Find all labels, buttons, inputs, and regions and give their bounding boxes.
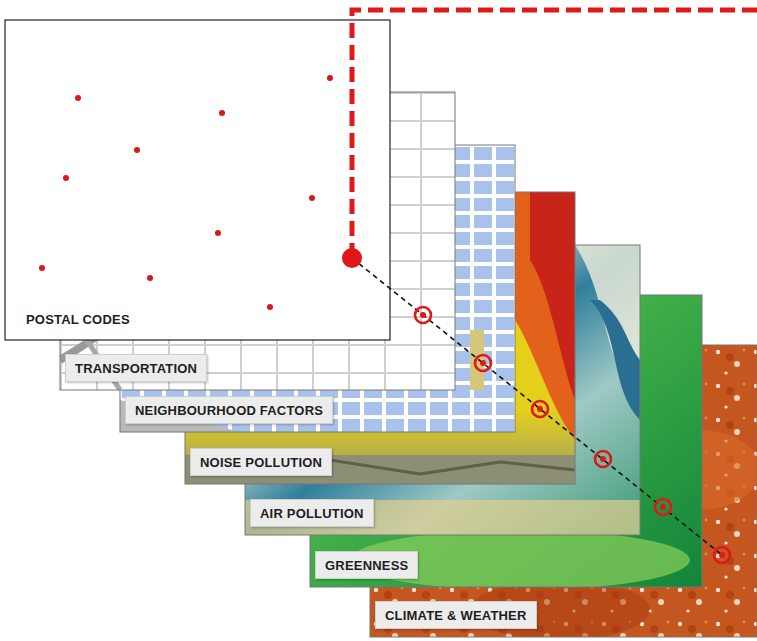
map-layer: GREENNESS <box>310 295 702 587</box>
layer-label: POSTAL CODES <box>26 312 130 327</box>
layer-label-box: CLIMATE & WEATHER <box>375 601 537 629</box>
layer-label: NEIGHBOURHOOD FACTORS <box>135 403 323 418</box>
map-layer: TRANSPORTATION <box>60 92 455 390</box>
layer-label-box: AIR POLLUTION <box>250 499 374 527</box>
layer-label: GREENNESS <box>325 558 408 573</box>
layer-label-box: GREENNESS <box>315 551 418 579</box>
layer-label: NOISE POLLUTION <box>200 455 322 470</box>
map-layer: CLIMATE & WEATHER <box>370 345 757 637</box>
layer-label: CLIMATE & WEATHER <box>385 608 527 623</box>
layer-label: AIR POLLUTION <box>260 506 364 521</box>
map-layer: NOISE POLLUTION <box>185 192 575 484</box>
layer-label: TRANSPORTATION <box>75 361 197 376</box>
layer-label-box: POSTAL CODES <box>17 306 139 332</box>
layer-label-box: NEIGHBOURHOOD FACTORS <box>125 396 333 424</box>
layer-label-box: TRANSPORTATION <box>65 354 207 382</box>
layer-label-box: NOISE POLLUTION <box>190 448 332 476</box>
map-layer: POSTAL CODES <box>5 20 390 340</box>
map-layer: NEIGHBOURHOOD FACTORS <box>120 145 515 432</box>
map-layer: AIR POLLUTION <box>245 245 640 535</box>
